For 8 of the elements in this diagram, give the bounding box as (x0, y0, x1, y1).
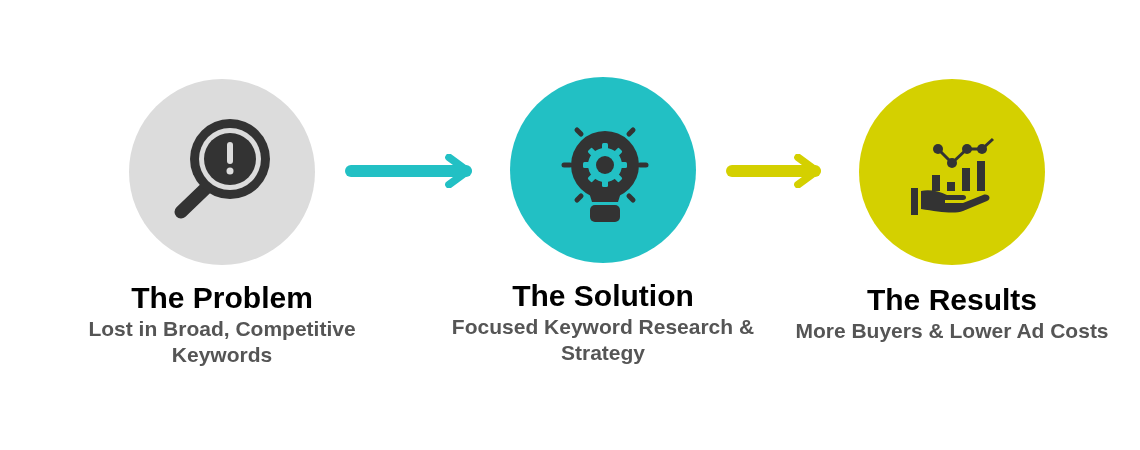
step-description: Lost in Broad, Competitive Keywords (87, 316, 357, 368)
step-heading: The Results (866, 282, 1037, 318)
arrow (726, 153, 821, 189)
step-description: More Buyers & Lower Ad Costs (794, 318, 1110, 344)
step-heading: The Solution (512, 278, 694, 314)
arrow (345, 153, 472, 189)
step-description: Focused Keyword Research & Strategy (450, 314, 756, 366)
step-heading: The Problem (131, 280, 313, 316)
